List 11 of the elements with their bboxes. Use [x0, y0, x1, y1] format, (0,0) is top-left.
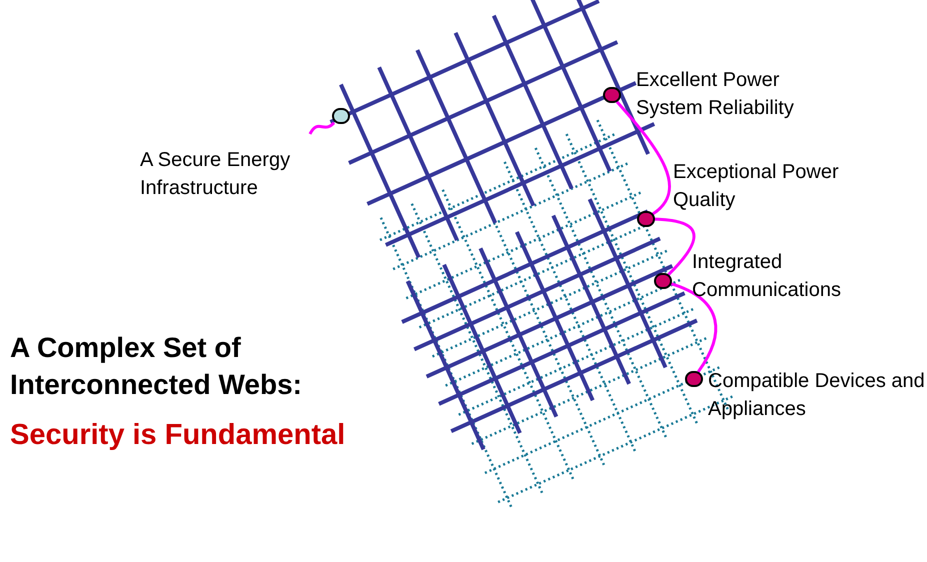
connector-line	[616, 100, 671, 216]
node-caption: Compatible Devices and Appliances	[708, 369, 926, 422]
node-caption: Exceptional Power Quality	[673, 160, 840, 213]
node-caption: Excellent Power System Reliability	[636, 68, 795, 121]
node-caption: A Secure Energy Infrastructure	[140, 148, 292, 201]
connector-line	[308, 122, 336, 135]
node-caption: Integrated Communications	[692, 250, 842, 303]
connector-line	[670, 282, 718, 373]
connector-line	[654, 218, 696, 276]
slide-heading: A Complex Set of Interconnected Webs:	[10, 331, 303, 402]
slide-subheading: Security is Fundamental	[10, 418, 346, 453]
